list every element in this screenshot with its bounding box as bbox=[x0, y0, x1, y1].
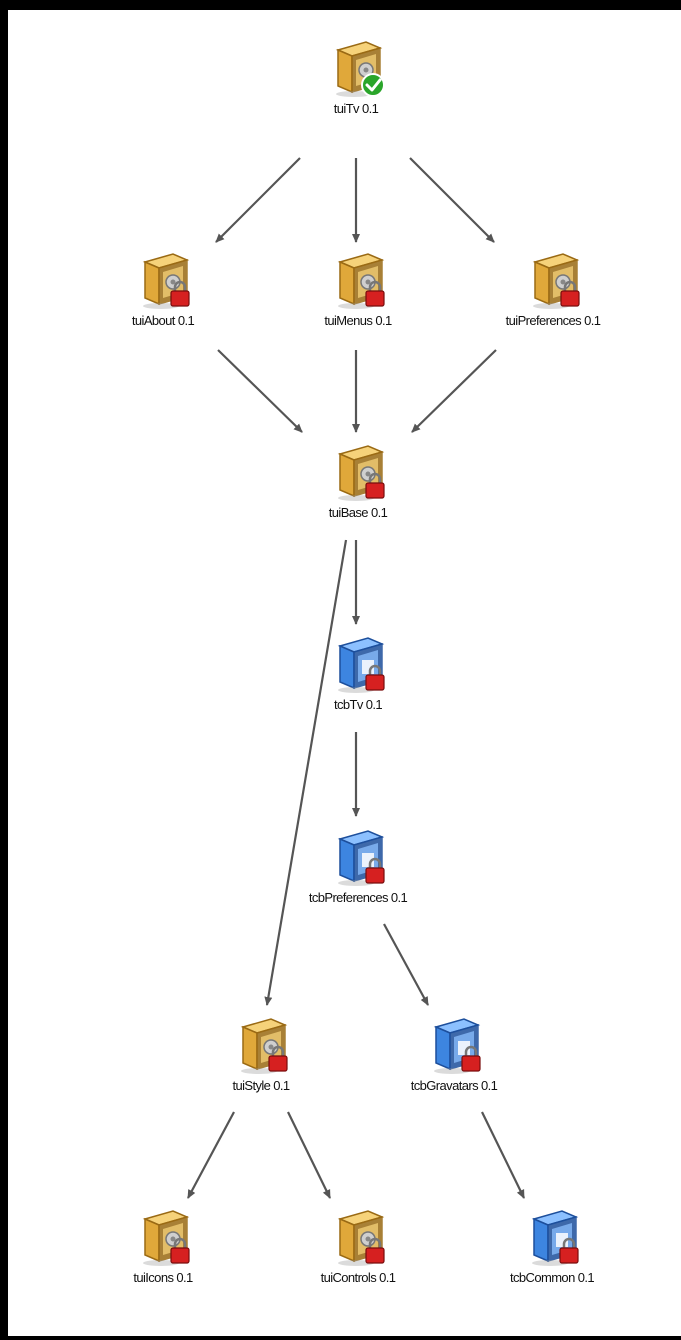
bundle-node-tuiTv[interactable]: tuiTv 0.1 bbox=[276, 36, 436, 146]
edge-tuiPreferences-to-tuiBase bbox=[411, 349, 497, 433]
bundle-label: tuiTv 0.1 bbox=[333, 101, 379, 116]
edge-tuiAbout-to-tuiBase bbox=[217, 349, 303, 433]
bundle-label: tuiIcons 0.1 bbox=[133, 1270, 193, 1285]
bundle-label: tuiPreferences 0.1 bbox=[505, 313, 601, 328]
blue-bundle-icon bbox=[337, 637, 385, 693]
edge-tuiStyle-to-tuiControls bbox=[287, 1111, 331, 1199]
bundle-node-tcbPreferences[interactable]: tcbPreferences 0.1 bbox=[278, 825, 438, 935]
bundle-label: tuiAbout 0.1 bbox=[131, 313, 195, 328]
blue-bundle-icon bbox=[531, 1210, 579, 1266]
bundle-label: tuiBase 0.1 bbox=[328, 505, 388, 520]
gold-bundle-icon bbox=[532, 253, 580, 309]
gold-bundle-icon bbox=[337, 253, 385, 309]
dependency-graph-canvas: tuiTv 0.1 tuiAbout 0.1 tuiMenus 0.1 tuiPref… bbox=[8, 10, 681, 1336]
bundle-node-tuiMenus[interactable]: tuiMenus 0.1 bbox=[278, 248, 438, 358]
bundle-node-tuiStyle[interactable]: tuiStyle 0.1 bbox=[181, 1013, 341, 1123]
bundle-label: tcbTv 0.1 bbox=[333, 697, 383, 712]
bundle-node-tuiIcons[interactable]: tuiIcons 0.1 bbox=[83, 1205, 243, 1315]
gold-bundle-icon bbox=[335, 41, 385, 97]
gold-bundle-icon bbox=[337, 1210, 385, 1266]
bundle-node-tcbTv[interactable]: tcbTv 0.1 bbox=[278, 632, 438, 742]
bundle-node-tcbGravatars[interactable]: tcbGravatars 0.1 bbox=[374, 1013, 534, 1123]
bundle-label: tuiStyle 0.1 bbox=[232, 1078, 290, 1093]
edge-tuiTv-to-tuiAbout bbox=[215, 157, 301, 243]
blue-bundle-icon bbox=[337, 830, 385, 886]
edge-tuiBase-to-tuiStyle bbox=[264, 539, 348, 1006]
gold-bundle-icon bbox=[142, 253, 190, 309]
blue-bundle-icon bbox=[433, 1018, 481, 1074]
edge-tuiTv-to-tuiPreferences bbox=[409, 157, 495, 243]
gold-bundle-icon bbox=[337, 445, 385, 501]
bundle-node-tuiPreferences[interactable]: tuiPreferences 0.1 bbox=[473, 248, 633, 358]
gold-bundle-icon bbox=[142, 1210, 190, 1266]
bundle-label: tcbGravatars 0.1 bbox=[410, 1078, 498, 1093]
edge-tcbPreferences-to-tcbGravatars bbox=[383, 923, 429, 1006]
edge-tuiStyle-to-tuiIcons bbox=[187, 1111, 235, 1199]
bundle-label: tcbCommon 0.1 bbox=[510, 1270, 595, 1285]
edge-tcbGravatars-to-tcbCommon bbox=[481, 1111, 525, 1199]
bundle-label: tcbPreferences 0.1 bbox=[308, 890, 408, 905]
bundle-label: tuiMenus 0.1 bbox=[324, 313, 392, 328]
dependency-edges bbox=[187, 157, 525, 1199]
bundle-label: tuiControls 0.1 bbox=[320, 1270, 396, 1285]
gold-bundle-icon bbox=[240, 1018, 288, 1074]
bundle-node-tcbCommon[interactable]: tcbCommon 0.1 bbox=[472, 1205, 632, 1315]
bundle-node-tuiBase[interactable]: tuiBase 0.1 bbox=[278, 440, 438, 550]
bundle-node-tuiControls[interactable]: tuiControls 0.1 bbox=[278, 1205, 438, 1315]
bundle-node-tuiAbout[interactable]: tuiAbout 0.1 bbox=[83, 248, 243, 358]
